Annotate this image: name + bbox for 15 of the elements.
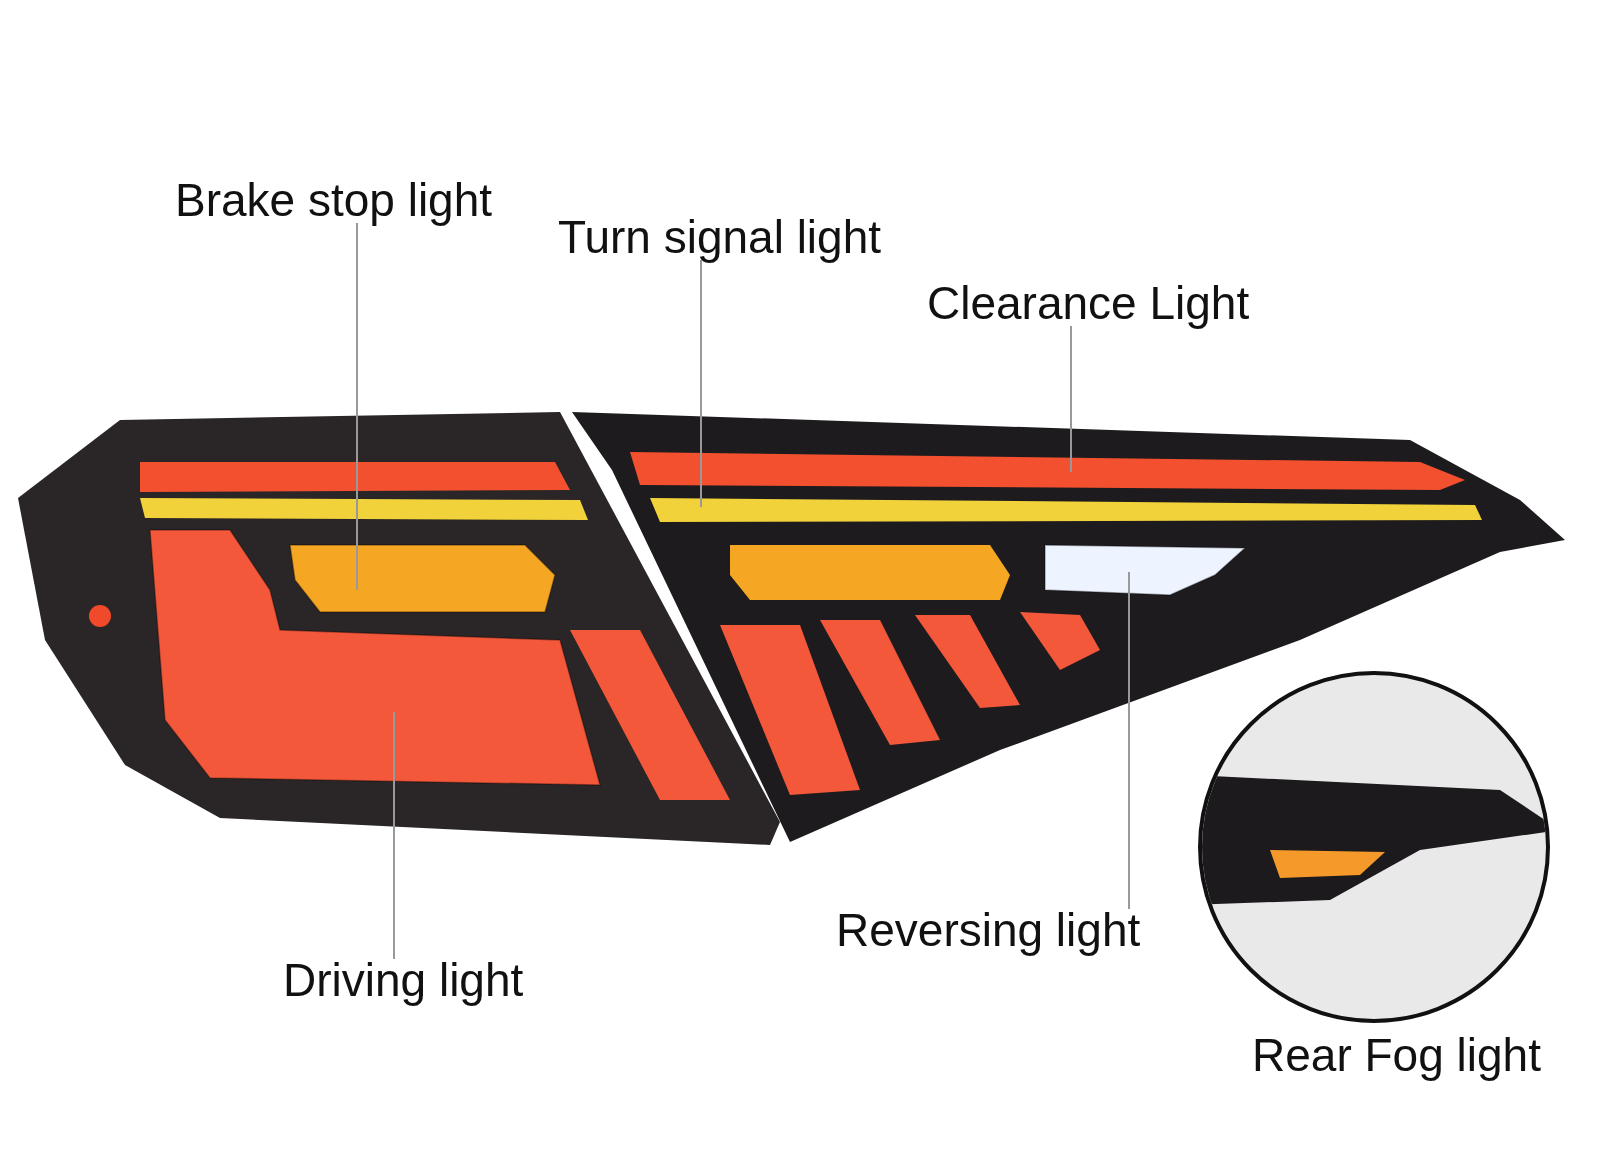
part-label: Reversing light xyxy=(836,905,1141,956)
leader-line xyxy=(700,259,702,508)
turn-signal-strip xyxy=(650,498,1482,522)
clearance-strip xyxy=(630,452,1465,490)
leader-line xyxy=(1070,325,1072,473)
part-label: Turn signal light xyxy=(558,212,881,263)
reversing-lamp xyxy=(1044,544,1247,596)
part-label: Brake stop light xyxy=(175,175,493,226)
part-label: Rear Fog light xyxy=(1252,1030,1541,1081)
leader-line xyxy=(356,222,358,591)
leader-line xyxy=(1128,571,1130,910)
part-label: Clearance Light xyxy=(927,278,1250,329)
part-label: Driving light xyxy=(283,955,524,1006)
brake-lamp xyxy=(289,544,556,613)
leader-line xyxy=(393,711,395,960)
